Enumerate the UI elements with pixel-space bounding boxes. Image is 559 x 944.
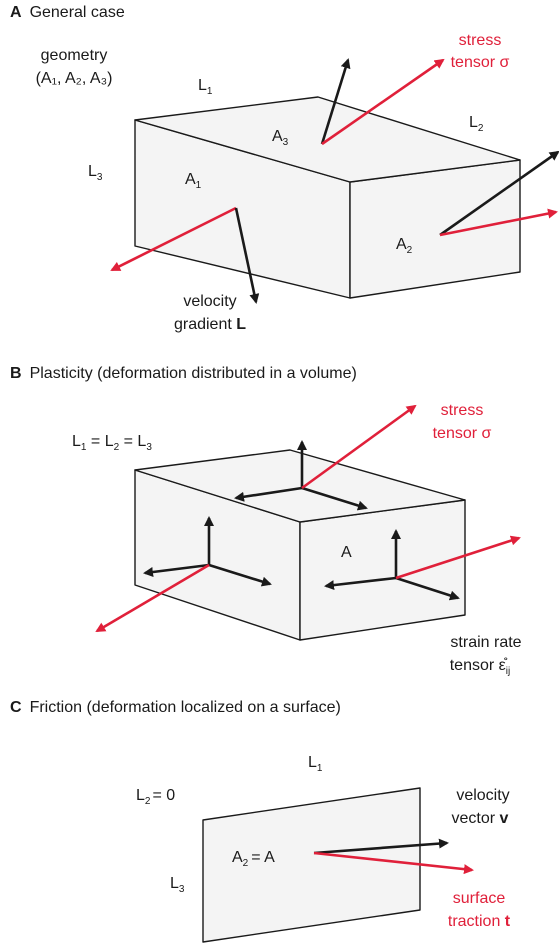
box-b-top-face [134,449,466,523]
panel-c-title: Friction (deformation localized on a sur… [30,699,341,716]
friction-surface [202,787,421,943]
stress-arrow-b-front [95,563,210,633]
label-a-a2: A2 [396,236,413,256]
box-a-side-face [349,159,521,299]
label-a-l3: L3 [88,163,103,183]
panel-a-letter: A [10,4,22,21]
panel-b-header: B Plasticity (deformation distributed in … [10,365,357,382]
top-normal-arrow [320,58,351,145]
stress-label-b-line1: stress [441,402,484,419]
velocity-label-line2: gradient L [174,316,246,333]
label-b-lengths-equal: L1 = L2 = L3 [72,433,152,453]
panel-c-header: C Friction (deformation localized on a su… [10,699,341,716]
top-triad-left-arrow [234,486,303,502]
traction-label-line1: surface [453,890,506,907]
strain-label-line2: tensor ε̊ij [450,657,511,677]
traction-label-line2: traction t [448,913,511,930]
velocity-label-line1: velocity [183,293,236,310]
stress-label-b-line2: tensor σ [433,425,492,442]
velocity-vector-arrow [313,838,449,855]
top-triad-right-arrow [301,486,368,511]
panel-b-letter: B [10,365,22,382]
box-b-side-face [299,499,466,641]
label-c-area: A2= A [232,849,275,869]
label-c-l3: L3 [170,875,185,895]
stress-label-a-line1: stress [459,32,502,49]
panel-c: C Friction (deformation localized on a su… [10,699,511,943]
label-c-l1: L1 [308,754,323,774]
geometry-areas-label: (A₁, A₂, A₃) [36,70,113,87]
side-triad-right-arrow [395,576,460,601]
front-triad-left-arrow [143,563,210,577]
strain-symbol: ε̊ [499,657,508,674]
stress-arrow-front [110,206,237,272]
side-normal-arrow [439,150,559,237]
stress-arrow-top [321,58,445,146]
label-c-l2: L2= 0 [136,787,175,807]
velocity-vector-label-line2: vector v [452,810,509,827]
traction-arrow [313,851,474,875]
panel-a-title: General case [30,4,125,21]
stress-label-a-line2: tensor σ [451,54,510,71]
panel-b-title: Plasticity (deformation distributed in a… [30,365,357,382]
label-a-l2: L2 [469,114,484,134]
front-triad-right-arrow [208,563,272,587]
panel-b: B Plasticity (deformation distributed in … [10,365,522,677]
panel-a: A General case geometry (A₁, A₂, A₃) L1 L… [10,4,559,333]
strain-label-line1: strain rate [450,634,521,651]
panel-c-letter: C [10,699,22,716]
stress-arrow-side [439,208,558,237]
side-triad-left-arrow [324,576,397,591]
geometry-label: geometry [41,47,108,64]
label-b-area: A [341,544,352,561]
label-a-a3: A3 [272,128,289,148]
panel-a-header: A General case [10,4,125,21]
stress-arrow-b-side [395,535,521,580]
velocity-vector-label-line1: velocity [456,787,509,804]
label-a-a1: A1 [185,171,202,191]
velocity-gradient-arrow [234,207,260,304]
label-a-l1: L1 [198,77,213,97]
stress-arrow-b-top [301,404,417,490]
